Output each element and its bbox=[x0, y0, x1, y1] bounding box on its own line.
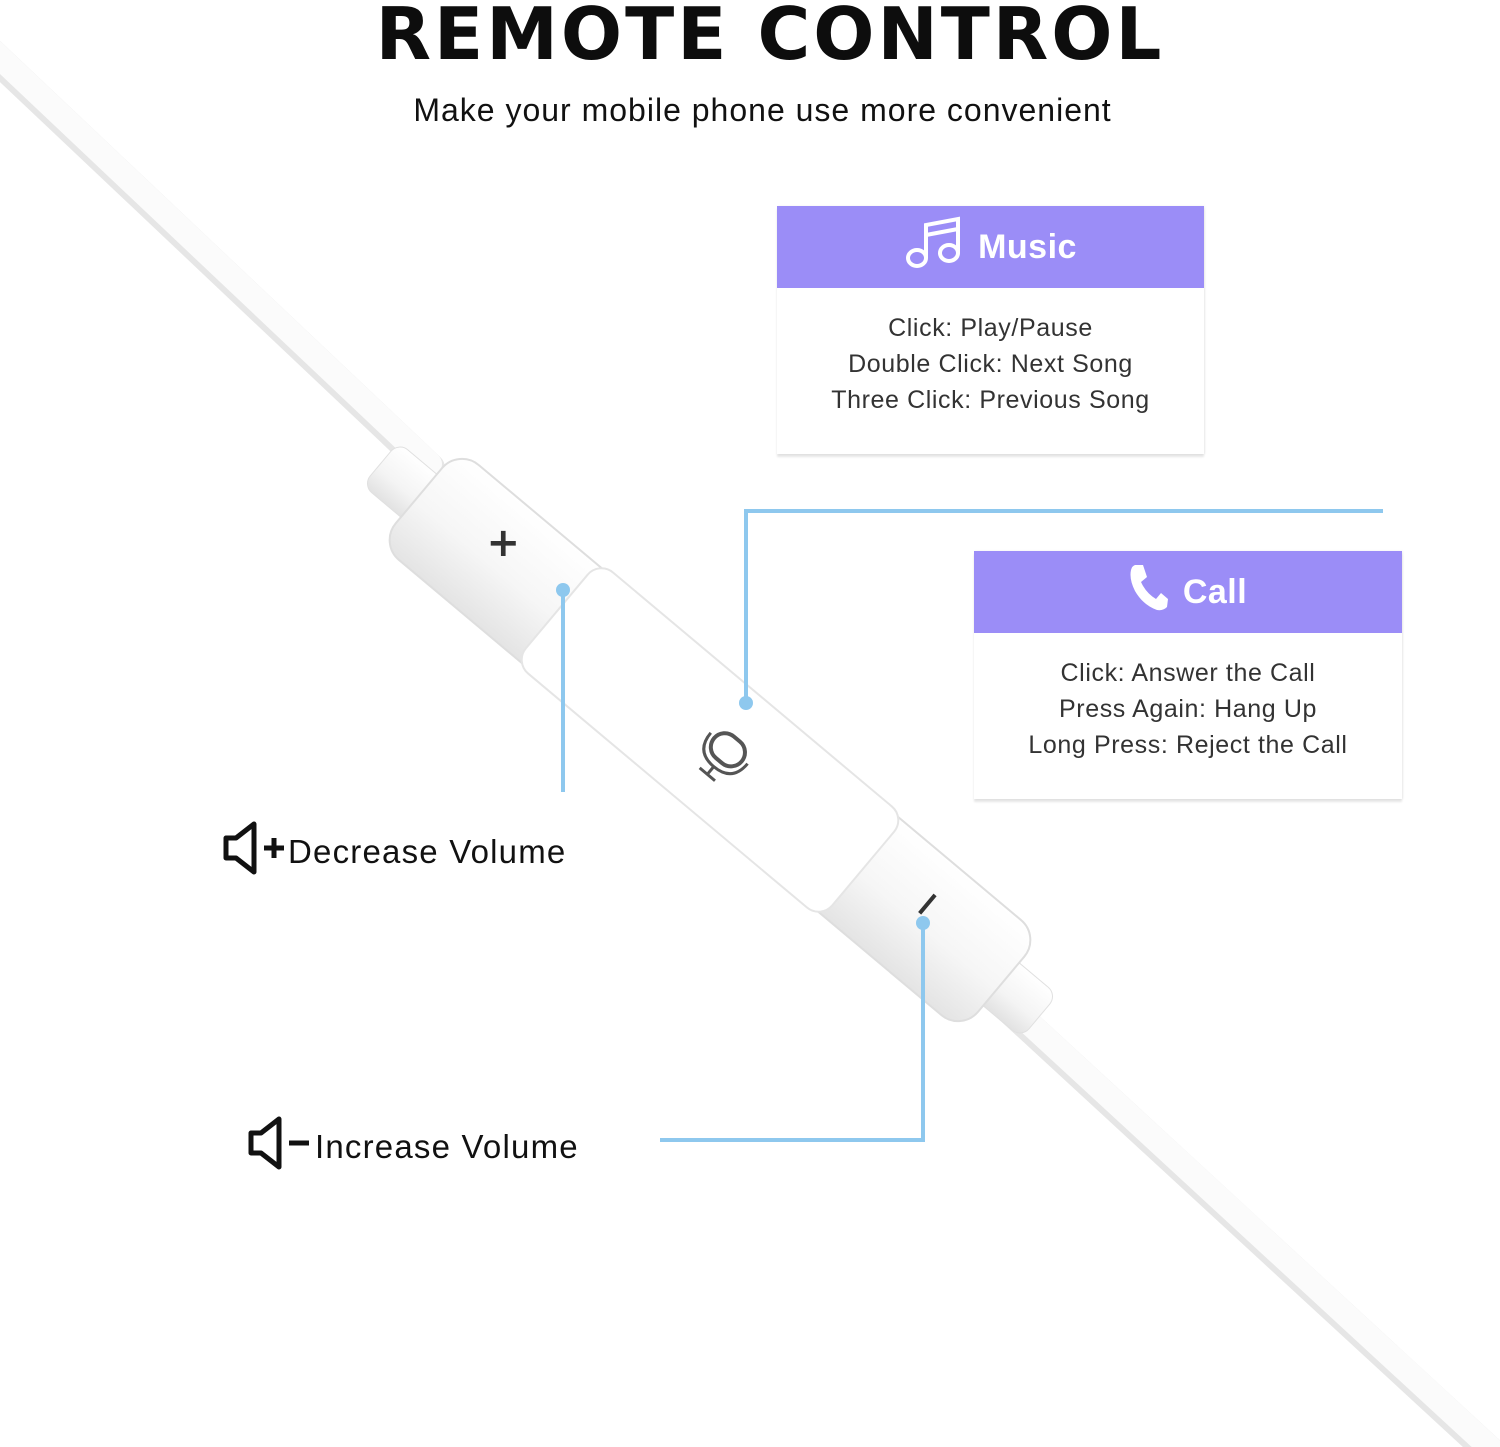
speaker-plus-icon bbox=[222, 820, 288, 884]
center-button[interactable] bbox=[514, 561, 905, 919]
music-line: Double Click: Next Song bbox=[848, 350, 1133, 378]
speaker-minus-icon bbox=[247, 1115, 315, 1179]
page-subtitle: Make your mobile phone use more convenie… bbox=[413, 92, 1112, 128]
call-card-title: Call bbox=[1182, 572, 1248, 611]
call-line: Click: Answer the Call bbox=[1060, 659, 1316, 687]
music-card-title: Music bbox=[978, 227, 1077, 266]
music-note-icon bbox=[904, 215, 964, 280]
music-card: Music Click: Play/Pause Double Click: Ne… bbox=[777, 206, 1204, 454]
phone-icon bbox=[1129, 563, 1169, 622]
call-card-body: Click: Answer the Call Press Again: Hang… bbox=[974, 633, 1402, 763]
call-card: Call Click: Answer the Call Press Again:… bbox=[974, 551, 1402, 799]
call-line: Press Again: Hang Up bbox=[1059, 695, 1317, 723]
remote-body: + bbox=[367, 446, 1053, 1034]
decrease-volume-label: Decrease Volume bbox=[222, 820, 566, 884]
music-card-body: Click: Play/Pause Double Click: Next Son… bbox=[777, 288, 1204, 418]
increase-volume-label: Increase Volume bbox=[247, 1115, 579, 1179]
call-line: Long Press: Reject the Call bbox=[1028, 731, 1348, 759]
minus-button[interactable] bbox=[918, 893, 937, 915]
svg-text:+: + bbox=[486, 520, 520, 566]
decrease-volume-text: Decrease Volume bbox=[288, 833, 567, 870]
call-card-header: Call bbox=[974, 551, 1402, 633]
music-card-header: Music bbox=[777, 206, 1204, 288]
plus-button[interactable]: + bbox=[464, 504, 543, 583]
music-line: Three Click: Previous Song bbox=[831, 386, 1150, 414]
page-title: REMOTE CONTROL bbox=[375, 0, 1165, 76]
microphone-icon bbox=[698, 731, 749, 782]
increase-volume-text: Increase Volume bbox=[315, 1128, 579, 1165]
music-line: Click: Play/Pause bbox=[888, 314, 1093, 342]
callout-lines bbox=[556, 509, 1383, 1142]
